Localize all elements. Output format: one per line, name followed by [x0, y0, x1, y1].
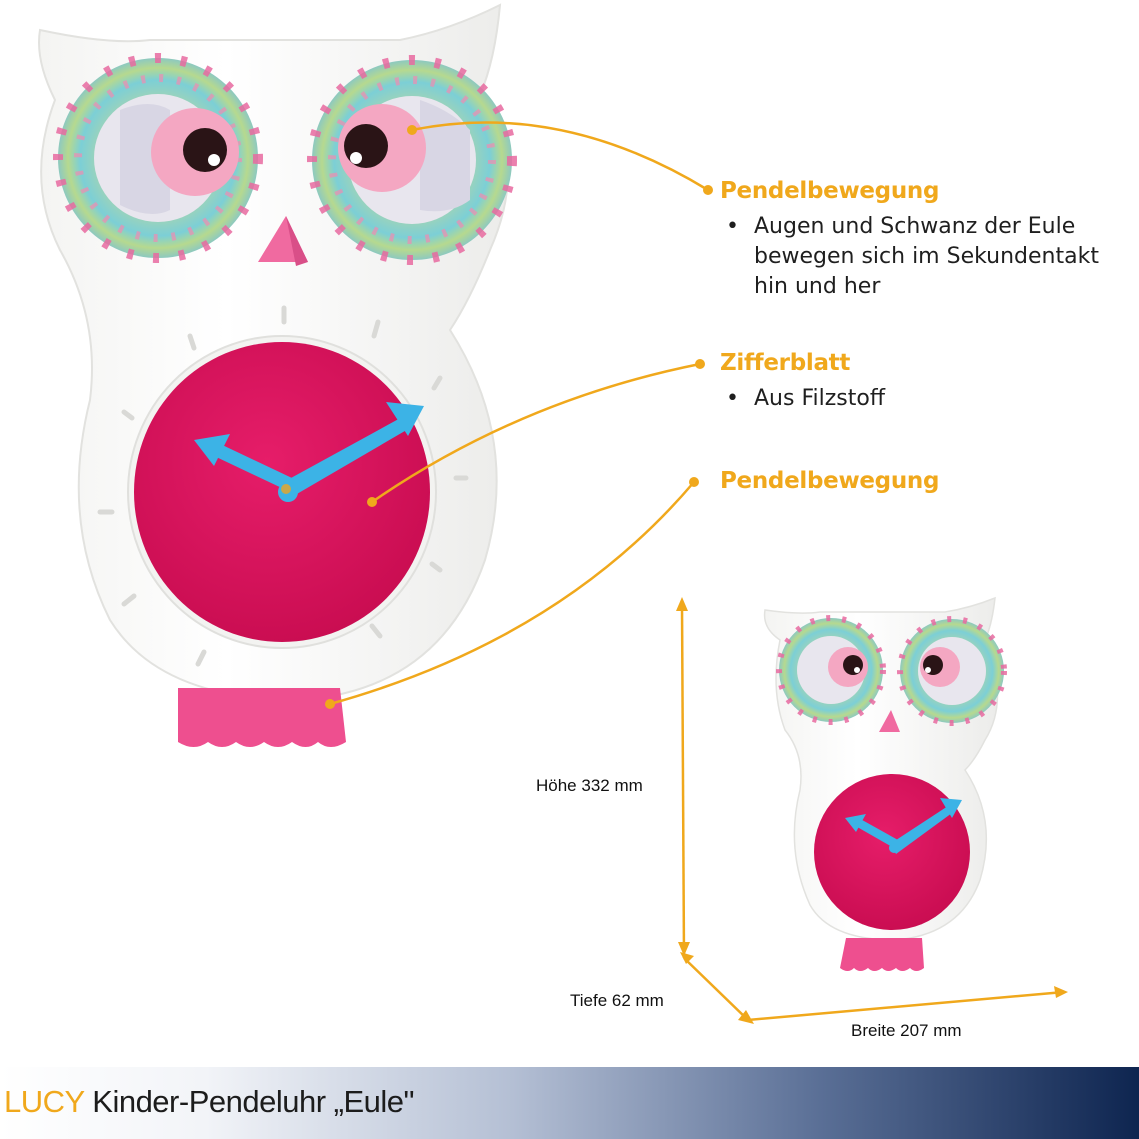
- footer-title: LUCY Kinder-Pendeluhr „Eule": [4, 1084, 415, 1120]
- height-label: Höhe 332 mm: [536, 776, 643, 795]
- tail-pendulum: [178, 688, 346, 747]
- feature-title-dial: Zifferblatt: [720, 350, 851, 376]
- right-eye: [307, 55, 517, 265]
- left-pupil: [183, 128, 227, 172]
- depth-label: Tiefe 62 mm: [570, 991, 664, 1010]
- right-pupil: [344, 124, 388, 168]
- feature-bullet: Augen und Schwanz der Eule bewegen sich …: [722, 212, 1114, 302]
- width-label: Breite 207 mm: [851, 1021, 962, 1040]
- feature-bullets-dial: Aus Filzstoff: [722, 384, 1114, 414]
- owl-clock-photo-small: [763, 596, 1007, 971]
- footer-bar: LUCY Kinder-Pendeluhr „Eule": [0, 1067, 1139, 1139]
- feature-title-pendulum-tail: Pendelbewegung: [720, 468, 940, 494]
- brand-name: LUCY: [4, 1084, 85, 1119]
- left-eye: [53, 53, 263, 263]
- feature-bullets-pendulum: Augen und Schwanz der Eule bewegen sich …: [722, 212, 1114, 302]
- clock-hands: [194, 402, 424, 502]
- product-name: Kinder-Pendeluhr „Eule": [92, 1084, 415, 1119]
- dial-ticks: [97, 305, 469, 667]
- callout-dots: [325, 125, 713, 709]
- dimension-arrowheads: [676, 597, 1068, 1024]
- feature-title-pendulum: Pendelbewegung: [720, 178, 940, 204]
- feature-bullet: Aus Filzstoff: [722, 384, 1114, 414]
- callout-lines: [329, 121, 1065, 1022]
